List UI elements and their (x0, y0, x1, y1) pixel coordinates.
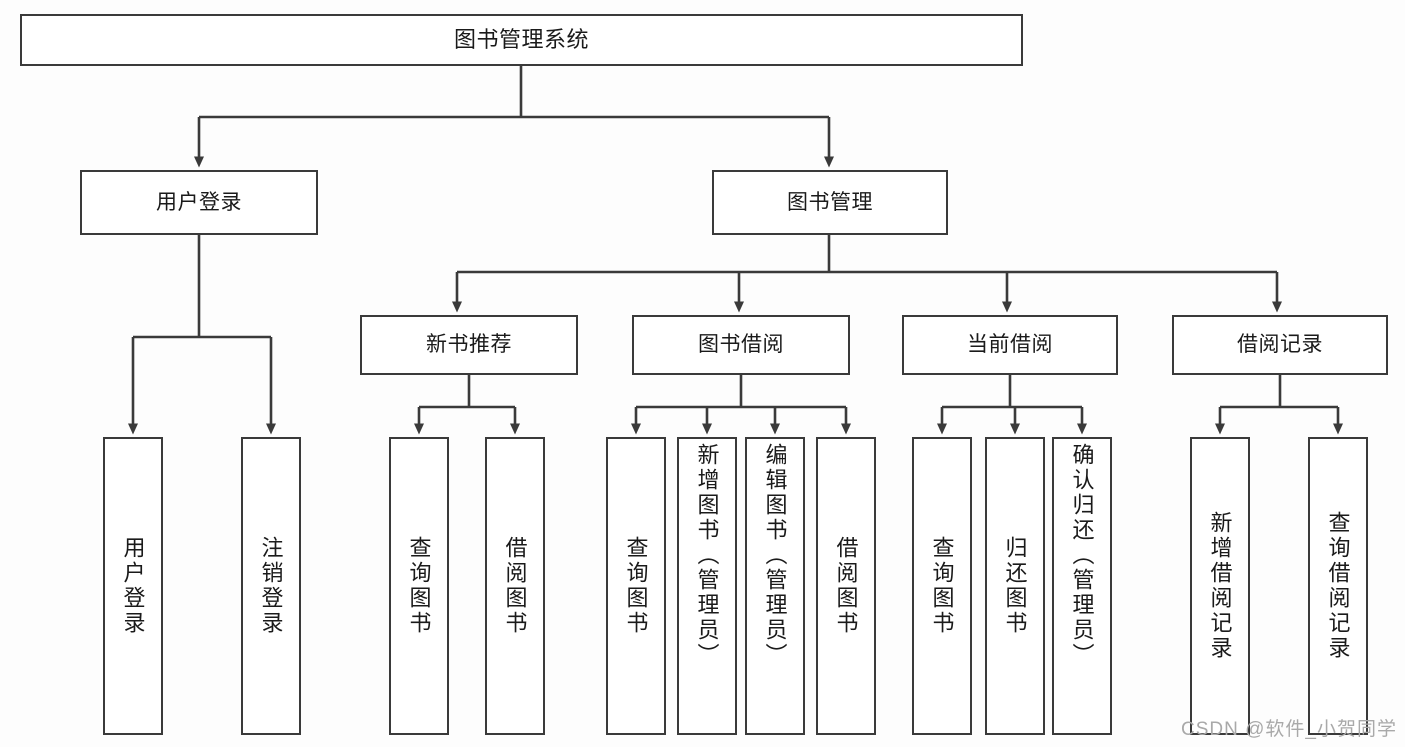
node-label: 图书管理系统 (453, 26, 589, 52)
leaf-add-book[interactable]: 新增图书（管理员） (677, 437, 737, 735)
node-current-borrow[interactable]: 当前借阅 (902, 315, 1118, 375)
watermark-text: CSDN @软件_小贺同学 (1181, 719, 1397, 740)
node-label: 查询图书 (623, 536, 649, 636)
node-user-login[interactable]: 用户登录 (80, 170, 318, 235)
node-label: 用户登录 (156, 190, 242, 214)
node-label: 借阅图书 (833, 536, 859, 636)
node-label: 借阅记录 (1237, 333, 1323, 357)
leaf-query-book[interactable]: 查询图书 (606, 437, 666, 735)
node-label: 图书借阅 (698, 333, 784, 357)
node-label: 查询图书 (406, 536, 432, 636)
node-label: 查询借阅记录 (1325, 511, 1351, 661)
node-label: 图书管理 (787, 190, 873, 214)
node-root-system[interactable]: 图书管理系统 (20, 14, 1023, 66)
node-label: 确认归还（管理员） (1069, 443, 1095, 668)
node-label: 新增图书（管理员） (694, 443, 720, 668)
leaf-borrow-book-rec[interactable]: 借阅图书 (485, 437, 545, 735)
node-label: 借阅图书 (502, 536, 528, 636)
node-borrow-record[interactable]: 借阅记录 (1172, 315, 1388, 375)
leaf-query-book-current[interactable]: 查询图书 (912, 437, 972, 735)
leaf-edit-book[interactable]: 编辑图书（管理员） (745, 437, 805, 735)
node-label: 用户登录 (120, 536, 146, 636)
node-label: 归还图书 (1002, 536, 1028, 636)
leaf-return-book[interactable]: 归还图书 (985, 437, 1045, 735)
leaf-add-borrow-record[interactable]: 新增借阅记录 (1190, 437, 1250, 735)
node-book-manage[interactable]: 图书管理 (712, 170, 948, 235)
node-label: 新增借阅记录 (1207, 511, 1233, 661)
leaf-user-login[interactable]: 用户登录 (103, 437, 163, 735)
node-label: 新书推荐 (426, 333, 512, 357)
leaf-confirm-return[interactable]: 确认归还（管理员） (1052, 437, 1112, 735)
node-label: 查询图书 (929, 536, 955, 636)
node-label: 注销登录 (258, 536, 284, 636)
node-label: 编辑图书（管理员） (762, 443, 788, 668)
node-new-book-rec[interactable]: 新书推荐 (360, 315, 578, 375)
leaf-borrow-book[interactable]: 借阅图书 (816, 437, 876, 735)
node-book-borrow[interactable]: 图书借阅 (632, 315, 850, 375)
leaf-logout[interactable]: 注销登录 (241, 437, 301, 735)
leaf-query-book-rec[interactable]: 查询图书 (389, 437, 449, 735)
node-label: 当前借阅 (967, 333, 1053, 357)
leaf-query-borrow-record[interactable]: 查询借阅记录 (1308, 437, 1368, 735)
